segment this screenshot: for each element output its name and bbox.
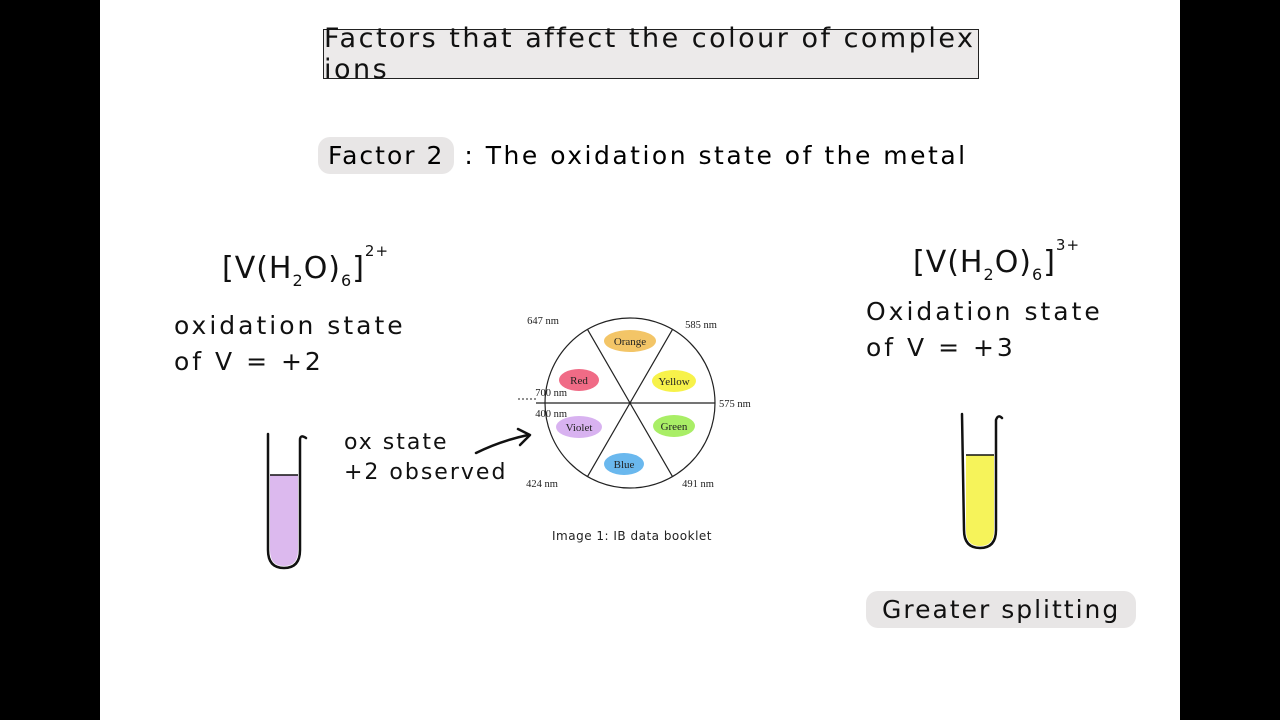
factor-heading: Factor 2 : The oxidation state of the me… (318, 134, 968, 176)
slide-title: Factors that affect the colour of comple… (324, 23, 976, 85)
wheel-segment-yellow: Yellow (652, 370, 696, 392)
wheel-segment-green: Green (653, 415, 695, 437)
factor-text: : The oxidation state of the metal (464, 140, 968, 170)
wavelength-585: 585 nm (685, 320, 717, 331)
wheel-segment-blue: Blue (604, 453, 644, 475)
right-oxidation-text: Oxidation state of V = +3 (866, 297, 1103, 362)
slide: Factors that affect the colour of comple… (100, 0, 1180, 720)
wheel-segment-violet: Violet (556, 416, 602, 438)
left-test-tube (266, 432, 308, 570)
wavelength-575: 575 nm (719, 399, 751, 410)
left-oxidation-text: oxidation state of V = +2 (174, 311, 406, 376)
greater-splitting-label: Greater splitting (866, 591, 1137, 628)
svg-text:Yellow: Yellow (658, 376, 689, 388)
left-tube-liquid (270, 475, 298, 566)
right-test-tube (960, 412, 1004, 550)
svg-text:Violet: Violet (566, 422, 593, 434)
wavelength-647: 647 nm (527, 316, 559, 327)
svg-text:Red: Red (570, 375, 588, 387)
wavelength-424: 424 nm (526, 479, 558, 490)
arrow-icon (474, 427, 532, 455)
wavelength-400: 400 nm (535, 409, 567, 420)
svg-text:Orange: Orange (614, 336, 646, 348)
colour-wheel: Orange Yellow Green Blue Violet Red (518, 316, 751, 490)
svg-text:Green: Green (661, 421, 688, 433)
factor-tag: Factor 2 (318, 136, 455, 174)
right-formula: [V(H2O)6]3+ (913, 236, 1081, 284)
right-tube-liquid (966, 455, 994, 546)
left-formula: [V(H2O)6]2+ (222, 242, 390, 290)
wheel-segment-orange: Orange (604, 330, 656, 352)
wavelength-700: 700 nm (535, 388, 567, 399)
svg-text:Blue: Blue (614, 459, 635, 471)
left-note: ox state +2 observed (344, 430, 508, 485)
wavelength-491: 491 nm (682, 479, 714, 490)
left-charge: 2+ (364, 242, 390, 260)
wheel-caption: Image 1: IB data booklet (552, 529, 712, 543)
slide-title-box: Factors that affect the colour of comple… (323, 23, 979, 85)
wheel-segment-red: Red (559, 369, 599, 391)
right-charge: 3+ (1055, 236, 1081, 254)
